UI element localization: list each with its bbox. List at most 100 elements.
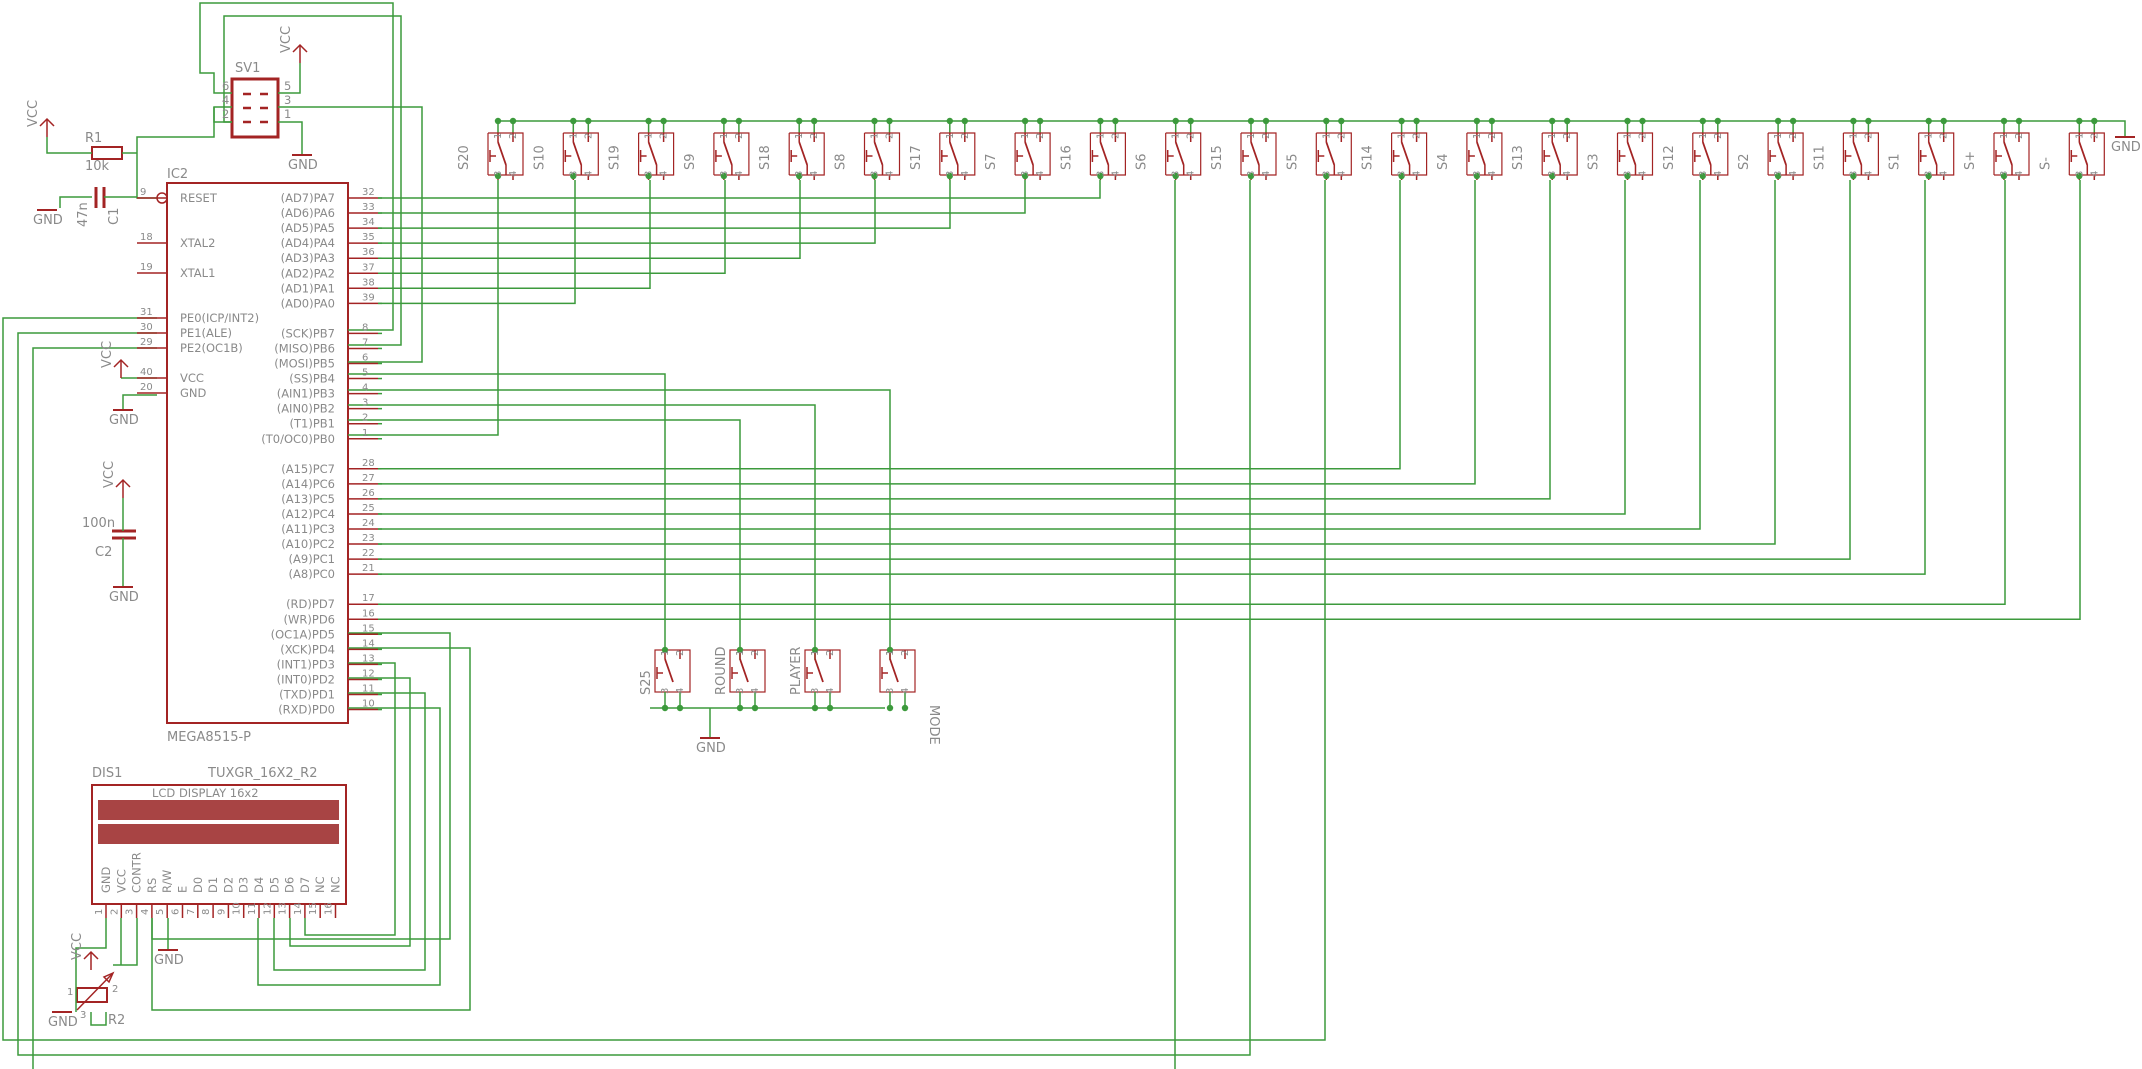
switch-contact [664,658,674,683]
ic2-right-pin-name: (A9)PC1 [289,552,335,566]
vcc-label: VCC [279,26,294,53]
switch-contact [814,658,824,683]
ic2-right-pin-name: (WR)PD6 [284,612,335,626]
switch-pin-number: 1 [1171,133,1182,139]
lcd-pin-name: D5 [267,877,281,893]
switch-pin-number: 4 [1186,171,1197,177]
lcd-pin-number: 2 [109,909,120,915]
vcc-label: VCC [26,100,41,127]
r2-pin-number: 3 [80,1010,86,1021]
switch-pin-number: 3 [1472,171,1483,177]
junction-dot [1699,117,1707,125]
r1-label: R1 [85,131,102,146]
switch-pin-number: 1 [1623,133,1634,139]
switch-pin-number: 2 [508,133,519,139]
vcc-arrow [113,358,129,368]
ic2-right-pin-number: 14 [362,638,375,649]
switch-pin-number: 3 [2074,171,2085,177]
ic2-right-pin-name: (A13)PC5 [281,492,335,506]
ic2-right-pin-name: (AD1)PA1 [281,281,335,295]
switch-contact [873,141,884,166]
switch-pin-number: 4 [508,171,519,177]
switch-pin-number: 1 [1397,133,1408,139]
switch-pin-number: 4 [1412,171,1423,177]
junction-dot [494,117,502,125]
ic2-right-pin-number: 35 [362,232,375,243]
pd-net-wire [378,180,2006,605]
ic2-left-pin-name: RESET [180,191,218,205]
ic2-right-pin-name: (AD5)PA5 [281,221,335,235]
lcd-pin-number: 16 [324,902,335,915]
ic2-right-pin-number: 38 [362,277,375,288]
switch-pin-number: 2 [675,650,686,656]
ic2-right-pin-number: 8 [362,322,368,333]
junction-dot [1036,117,1044,125]
junction-dot [1323,172,1330,180]
ic2-right-pin-number: 25 [362,503,375,514]
switch-pin-number: 1 [1095,133,1106,139]
switch-pin-number: 1 [660,650,671,656]
junction-dot [886,646,894,654]
dis1-part: TUXGR_16X2_R2 [207,766,318,781]
junction-dot [1021,172,1029,180]
ic2-part: MEGA8515-P [167,730,251,745]
switch-pin-number: 2 [1412,133,1423,139]
junction-dot [961,117,968,125]
ic2-left-pin-number: 30 [140,322,153,333]
ic2-right-pin-number: 7 [362,337,368,348]
switch-label: S4 [1436,153,1451,170]
lcd-pin-name: D3 [237,877,251,893]
ic2-right-pin-name: (A11)PC3 [281,522,335,536]
switch-pin-number: 3 [794,171,805,177]
r2-potentiometer [76,987,108,1003]
junction-dot [871,172,878,180]
switch-pin-number: 3 [810,688,821,694]
switch-pin-number: 2 [885,133,896,139]
switch-label: S16 [1059,145,1074,170]
switch-pin-number: 3 [1848,171,1859,177]
junction-dot [2015,117,2023,125]
junction-dot [1714,117,1722,125]
switch-label: S+ [1963,151,1978,170]
switch-pin-number: 2 [1638,133,1649,139]
ic2-right-pin-number: 26 [362,488,375,499]
switch-pin-number: 1 [1246,133,1257,139]
switch-pin-number: 2 [1110,133,1121,139]
ic2-right-pin-name: (A10)PC2 [281,537,335,551]
gnd-label: GND [48,1015,78,1030]
switch-pin-number: 1 [1547,133,1558,139]
switch-pin-number: 3 [1999,171,2010,177]
junction-dot [1172,172,1179,180]
switch-label: S13 [1511,145,1526,170]
lcd-pin-name: R/W [160,870,174,893]
pa-net-wire [378,180,576,305]
ic2-right-pin-number: 39 [362,292,375,303]
c1-value: 47n [76,202,91,227]
switch-pin-number: 1 [1020,133,1031,139]
switch-contact [798,141,809,166]
switch-pin-number: 4 [1788,171,1799,177]
lcd-title: LCD DISPLAY 16x2 [152,786,259,800]
junction-dot [1398,172,1405,180]
switch-pin-number: 1 [735,650,746,656]
junction-dot [2000,117,2008,125]
ic2-right-pin-number: 23 [362,533,375,544]
switch-label: S20 [457,145,472,170]
junction-dot [2076,172,2083,180]
ic2-right-pin-name: (AD2)PA2 [281,266,335,280]
junction-dot [2000,172,2008,180]
switch-pin-number: 1 [719,133,730,139]
pc-net-wire [378,180,1701,530]
ic2-right-pin-name: (INT0)PD2 [277,672,335,686]
switch-label: S18 [758,145,773,170]
switch-label: S3 [1587,153,1602,170]
r2-pin-number: 2 [112,984,118,995]
pa-net-wire [378,180,876,244]
switch-contact [1551,141,1562,166]
switch-pin-number: 3 [493,171,504,177]
junction-dot [1940,117,1947,125]
switch-pin-number: 4 [750,688,761,694]
switch-pin-number: 3 [1547,171,1558,177]
ic2-right-pin-name: (AD7)PA7 [281,191,335,205]
